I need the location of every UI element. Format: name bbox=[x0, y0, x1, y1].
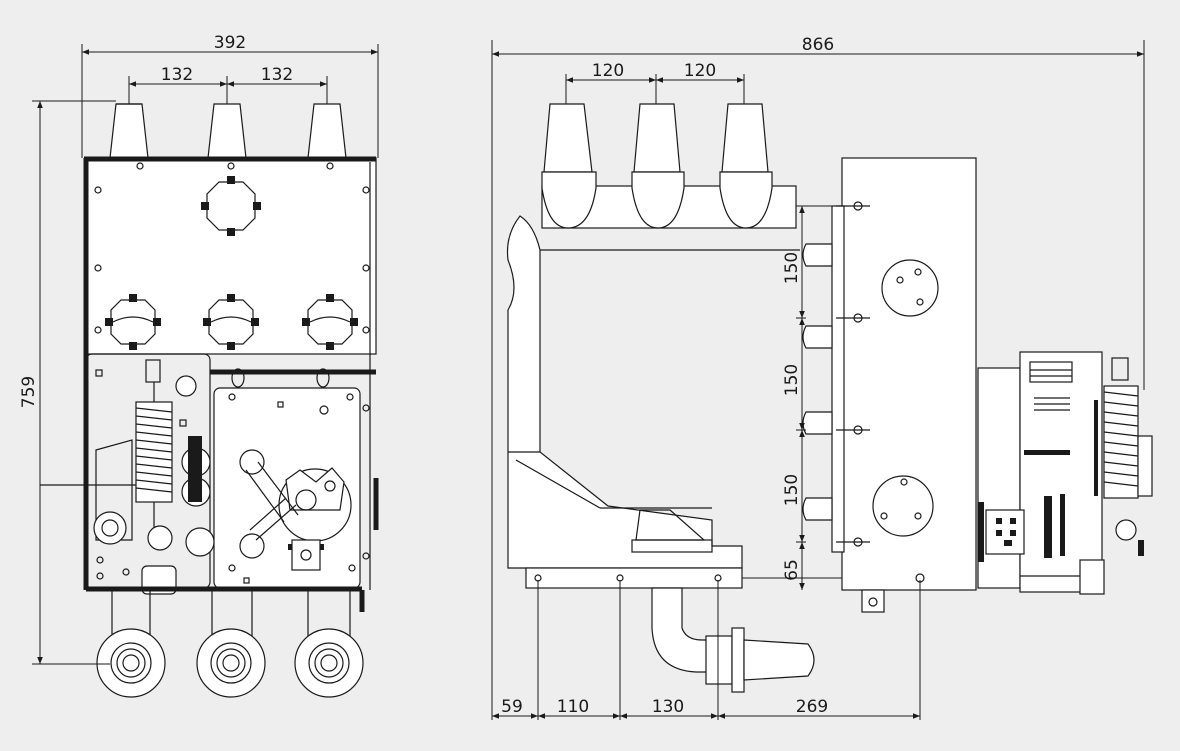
side-cable-connector bbox=[651, 587, 815, 693]
dim-front-pitch-right: 132 bbox=[261, 65, 293, 85]
dim-side-vertical-4: 65 bbox=[782, 559, 802, 581]
front-view: 392 132 132 759 bbox=[19, 33, 379, 698]
side-right-box bbox=[841, 157, 977, 613]
front-dimensions: 392 132 132 759 bbox=[19, 33, 379, 665]
dim-side-bottom-2: 110 bbox=[557, 697, 589, 717]
dim-side-pitch-1: 120 bbox=[592, 61, 624, 81]
front-bushing-flanges bbox=[105, 176, 358, 350]
dim-side-bottom-1: 59 bbox=[501, 697, 523, 717]
dim-side-bottom-3: 130 bbox=[652, 697, 684, 717]
side-top-bushings bbox=[541, 103, 797, 229]
front-top-insulators bbox=[109, 103, 347, 159]
front-bottom-bushings bbox=[96, 590, 364, 698]
dim-side-vertical-3: 150 bbox=[782, 474, 802, 506]
dim-front-height: 759 bbox=[19, 376, 39, 408]
side-contact-arm bbox=[802, 201, 870, 553]
dim-side-pitch-2: 120 bbox=[684, 61, 716, 81]
side-frame bbox=[506, 215, 800, 589]
dim-side-bottom-4: 269 bbox=[796, 697, 828, 717]
dim-side-vertical-1: 150 bbox=[782, 252, 802, 284]
dim-front-width: 392 bbox=[214, 33, 246, 53]
dim-front-pitch-left: 132 bbox=[161, 65, 193, 85]
front-mechanism bbox=[40, 352, 379, 612]
dim-side-depth: 866 bbox=[802, 35, 834, 55]
side-view: 866 120 120 150 150 150 65 bbox=[491, 35, 1153, 720]
side-operating-mechanism bbox=[977, 351, 1153, 595]
dim-side-vertical-2: 150 bbox=[782, 364, 802, 396]
side-dimensions: 866 120 120 150 150 150 65 bbox=[491, 35, 1145, 720]
